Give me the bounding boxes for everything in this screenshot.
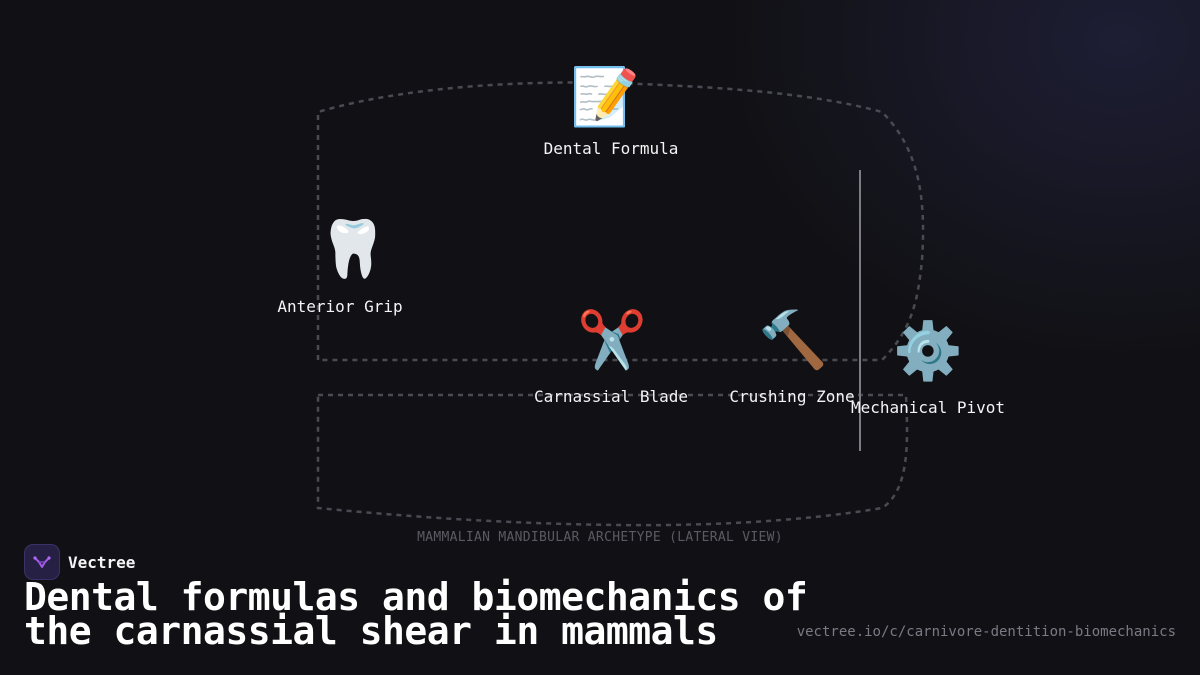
scissors-icon: ✂️ [577,308,647,373]
vectree-logo-mark [33,556,51,568]
memo-icon: 📝 [570,65,640,130]
gear-icon: ⚙️ [893,319,963,384]
lower-jaw-outline [316,393,909,527]
node-label: Dental Formula [543,139,679,158]
vectree-logo-icon [24,544,60,580]
page-title: Dental formulas and biomechanics of the … [24,575,808,653]
node-label: Mechanical Pivot [850,398,1006,417]
node-label: Crushing Zone [729,387,855,406]
brand: Vectree [24,544,135,580]
node-label: Anterior Grip [277,297,403,316]
tooth-icon: 🦷 [318,217,388,282]
diagram-caption: MAMMALIAN MANDIBULAR ARCHETYPE (LATERAL … [417,530,783,545]
upper-jaw-outline [316,81,925,362]
hammer-icon: 🔨 [758,308,828,373]
source-url[interactable]: vectree.io/c/carnivore-dentition-biomech… [796,624,1176,640]
node-label: Carnassial Blade [533,387,689,406]
brand-name: Vectree [68,552,136,572]
